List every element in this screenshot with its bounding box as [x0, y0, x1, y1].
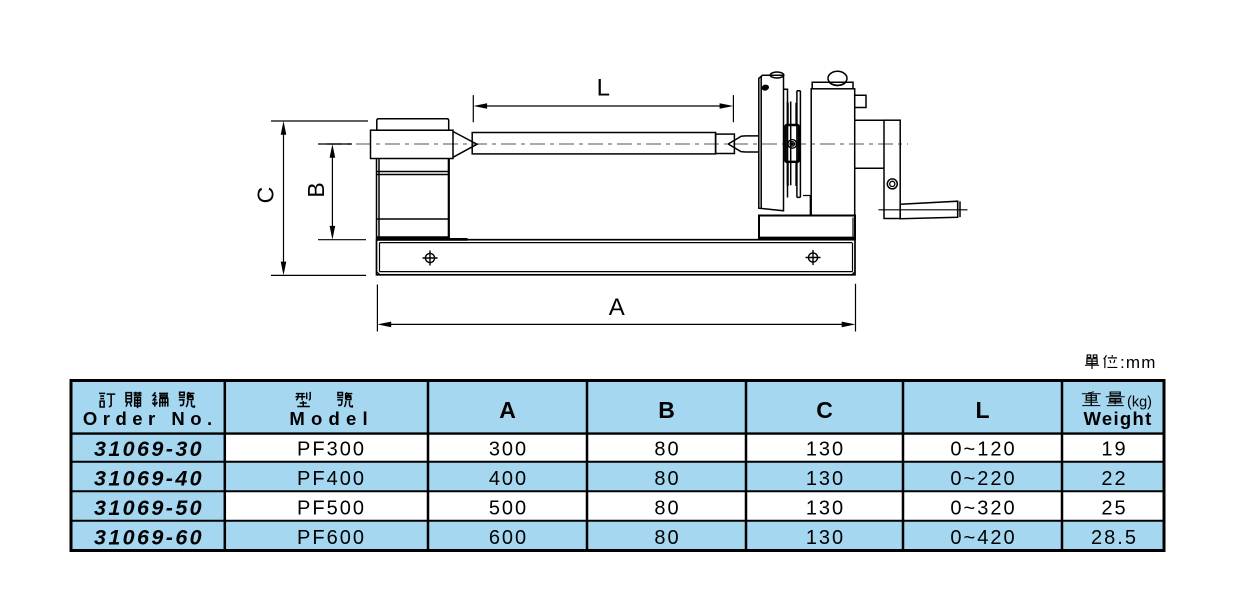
- svg-text:PF600: PF600: [297, 527, 366, 549]
- svg-text:31069-40: 31069-40: [94, 467, 204, 491]
- svg-text:130: 130: [806, 527, 845, 549]
- svg-text:Weight: Weight: [1083, 408, 1152, 429]
- svg-text:130: 130: [806, 439, 845, 461]
- svg-text:0~220: 0~220: [950, 468, 1016, 490]
- svg-text:B: B: [658, 397, 675, 423]
- svg-text::mm: :mm: [1120, 353, 1157, 372]
- svg-text:A: A: [609, 294, 625, 321]
- svg-text:31069-30: 31069-30: [94, 437, 204, 461]
- svg-text:130: 130: [806, 498, 845, 520]
- svg-text:19: 19: [1101, 439, 1127, 461]
- svg-text:130: 130: [806, 468, 845, 490]
- svg-text:0~120: 0~120: [950, 439, 1016, 461]
- svg-text:31069-50: 31069-50: [94, 496, 204, 520]
- svg-text:500: 500: [489, 498, 528, 520]
- svg-text:PF300: PF300: [297, 439, 366, 461]
- svg-text:80: 80: [654, 498, 680, 520]
- svg-text:300: 300: [489, 439, 528, 461]
- svg-text:Order No.: Order No.: [83, 408, 218, 429]
- svg-text:C: C: [253, 187, 279, 204]
- svg-text:C: C: [816, 397, 833, 423]
- svg-text:400: 400: [489, 468, 528, 490]
- svg-text:PF400: PF400: [297, 468, 366, 490]
- svg-text:80: 80: [654, 527, 680, 549]
- svg-text:(kg): (kg): [1127, 395, 1152, 411]
- svg-text:600: 600: [489, 527, 528, 549]
- svg-text:PF500: PF500: [297, 498, 366, 520]
- svg-text:B: B: [303, 182, 329, 197]
- svg-text:Model: Model: [289, 408, 373, 429]
- svg-text:80: 80: [654, 468, 680, 490]
- svg-text:31069-60: 31069-60: [94, 526, 204, 550]
- svg-text:0~320: 0~320: [950, 498, 1016, 520]
- svg-text:L: L: [597, 75, 610, 102]
- svg-text:A: A: [499, 397, 516, 423]
- svg-text:80: 80: [654, 439, 680, 461]
- svg-text:25: 25: [1101, 498, 1127, 520]
- svg-text:0~420: 0~420: [950, 527, 1016, 549]
- svg-text:22: 22: [1101, 468, 1127, 490]
- svg-text:L: L: [975, 397, 989, 423]
- svg-text:28.5: 28.5: [1091, 527, 1138, 549]
